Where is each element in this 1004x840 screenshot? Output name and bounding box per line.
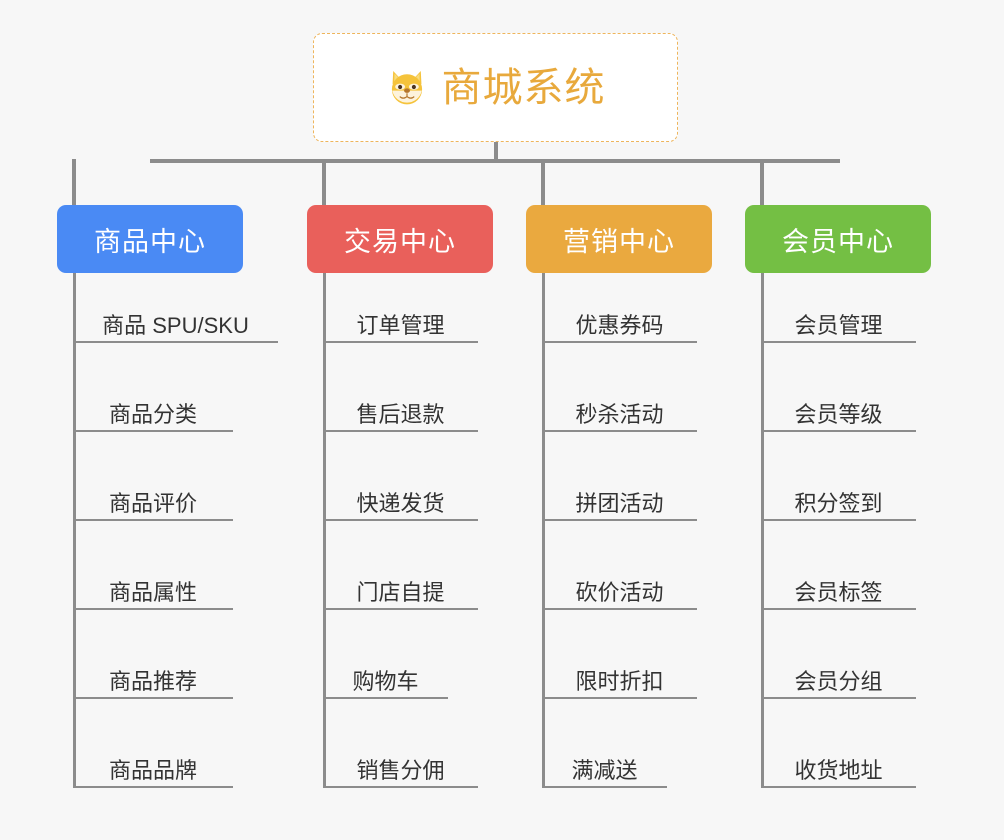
leaf-item[interactable]: 商品品牌: [73, 742, 233, 788]
category-header-1[interactable]: 商品中心: [57, 205, 243, 273]
root-node-content: 商城系统: [386, 67, 606, 109]
category-header-3[interactable]: 营销中心: [526, 205, 712, 273]
leaf-item[interactable]: 售后退款: [323, 386, 478, 432]
leaf-item-label: 商品推荐: [108, 668, 197, 694]
leaf-item[interactable]: 会员等级: [761, 386, 916, 432]
leaf-item[interactable]: 优惠券码: [542, 297, 697, 343]
connector-drop-2: [322, 159, 326, 206]
leaf-item[interactable]: 满减送: [542, 742, 667, 788]
leaf-item-label: 商品品牌: [108, 757, 197, 783]
leaf-item[interactable]: 秒杀活动: [542, 386, 697, 432]
column-spine-4: [761, 273, 764, 788]
leaf-item[interactable]: 商品 SPU/SKU: [73, 297, 278, 343]
category-header-2[interactable]: 交易中心: [307, 205, 493, 273]
connector-horizontal-bus: [150, 159, 840, 163]
connector-root-stem: [494, 142, 498, 163]
leaf-item-label: 商品属性: [108, 579, 197, 605]
column-spine-3: [542, 273, 545, 788]
dog-face-icon: [391, 70, 422, 104]
leaf-item-label: 收货地址: [794, 757, 883, 783]
column-spine-1: [73, 273, 76, 788]
leaf-item-label: 会员等级: [794, 401, 883, 427]
leaf-item-label: 订单管理: [356, 312, 445, 338]
leaf-item-label: 会员分组: [794, 668, 883, 694]
leaf-item[interactable]: 收货地址: [761, 742, 916, 788]
leaf-item-label: 秒杀活动: [575, 401, 664, 427]
leaf-item[interactable]: 会员标签: [761, 564, 916, 610]
connector-drop-3: [541, 159, 545, 206]
leaf-item[interactable]: 积分签到: [761, 475, 916, 521]
category-header-label: 会员中心: [782, 226, 894, 257]
leaf-item-label: 商品分类: [108, 401, 197, 427]
leaf-item[interactable]: 商品属性: [73, 564, 233, 610]
leaf-item[interactable]: 商品推荐: [73, 653, 233, 699]
leaf-item-label: 砍价活动: [575, 579, 664, 605]
leaf-item-label: 门店自提: [356, 579, 445, 605]
leaf-item-label: 优惠券码: [575, 312, 664, 338]
leaf-item-label: 售后退款: [356, 401, 445, 427]
column-spine-2: [323, 273, 326, 788]
leaf-item-label: 商品 SPU/SKU: [102, 312, 249, 338]
leaf-item[interactable]: 销售分佣: [323, 742, 478, 788]
connector-drop-1: [72, 159, 76, 206]
leaf-item-label: 会员管理: [794, 312, 883, 338]
leaf-item[interactable]: 会员管理: [761, 297, 916, 343]
leaf-item-label: 拼团活动: [575, 490, 664, 516]
category-header-4[interactable]: 会员中心: [745, 205, 931, 273]
category-header-label: 营销中心: [563, 226, 675, 257]
leaf-item[interactable]: 快递发货: [323, 475, 478, 521]
leaf-item[interactable]: 会员分组: [761, 653, 916, 699]
leaf-item[interactable]: 拼团活动: [542, 475, 697, 521]
leaf-item-label: 积分签到: [794, 490, 883, 516]
leaf-item-label: 限时折扣: [575, 668, 664, 694]
root-node-title: 商城系统: [441, 65, 606, 110]
leaf-item[interactable]: 订单管理: [323, 297, 478, 343]
leaf-item-label: 购物车: [352, 668, 419, 694]
leaf-item-label: 销售分佣: [356, 757, 445, 783]
connector-drop-4: [760, 159, 764, 206]
category-header-label: 交易中心: [344, 226, 456, 257]
root-node-mall-system[interactable]: 商城系统: [313, 33, 678, 142]
leaf-item[interactable]: 购物车: [323, 653, 448, 699]
leaf-item-label: 商品评价: [108, 490, 197, 516]
leaf-item[interactable]: 商品评价: [73, 475, 233, 521]
leaf-item-label: 快递发货: [356, 490, 445, 516]
leaf-item[interactable]: 门店自提: [323, 564, 478, 610]
leaf-item[interactable]: 限时折扣: [542, 653, 697, 699]
leaf-item[interactable]: 商品分类: [73, 386, 233, 432]
category-header-label: 商品中心: [94, 226, 206, 257]
leaf-item[interactable]: 砍价活动: [542, 564, 697, 610]
leaf-item-label: 满减送: [571, 757, 638, 783]
leaf-item-label: 会员标签: [794, 579, 883, 605]
